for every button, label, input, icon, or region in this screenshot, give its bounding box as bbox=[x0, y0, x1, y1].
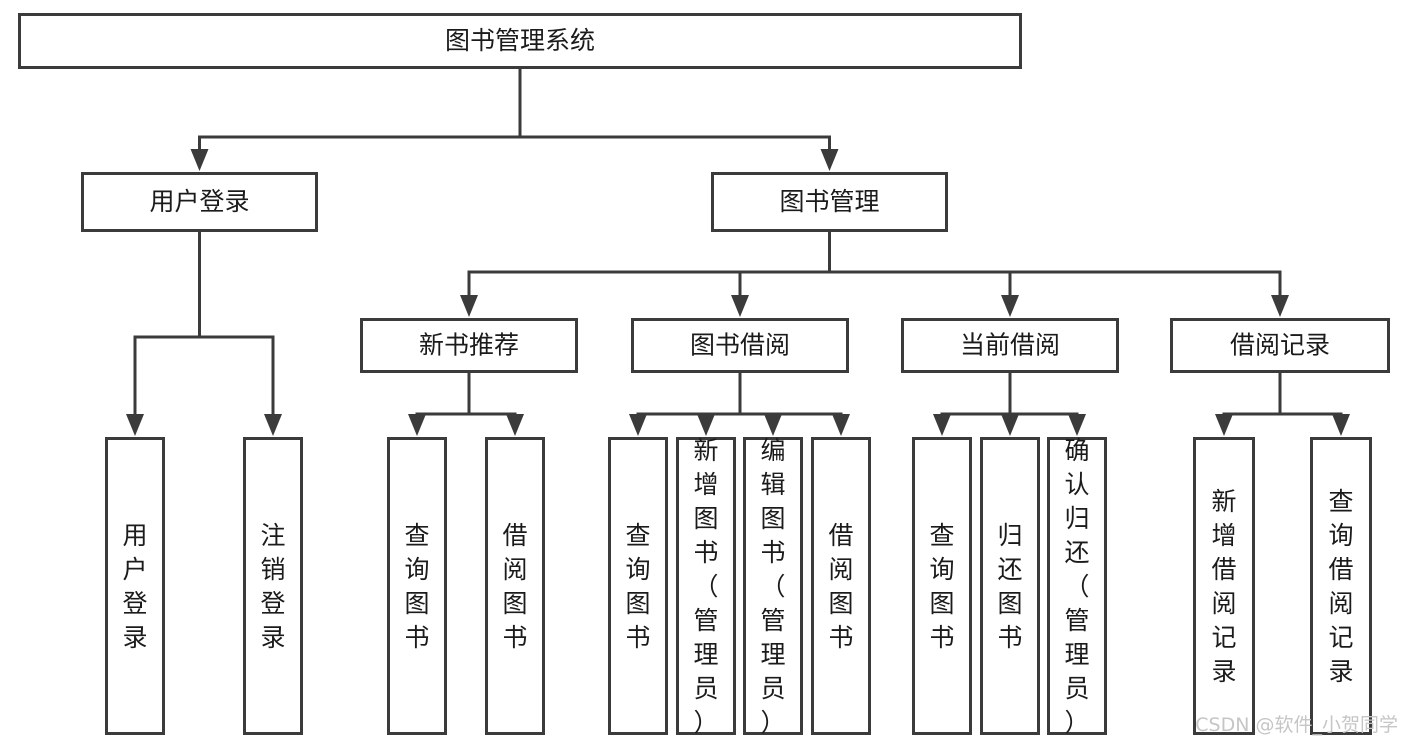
node-box[interactable] bbox=[811, 437, 871, 735]
node-book-borrow[interactable]: 图书借阅 bbox=[631, 318, 849, 373]
node-box[interactable] bbox=[387, 437, 447, 735]
node-label: 查询借阅记录 bbox=[1328, 487, 1353, 686]
node-layer: 图书管理系统用户登录图书管理新书推荐图书借阅当前借阅借阅记录用户登录注销登录查询… bbox=[18, 13, 1390, 737]
node-leaf-query-book-1[interactable]: 查询图书 bbox=[387, 437, 447, 735]
node-label: 新增图书（管理员） bbox=[693, 436, 718, 737]
node-box[interactable] bbox=[743, 437, 803, 735]
node-borrow-record[interactable]: 借阅记录 bbox=[1170, 318, 1390, 373]
node-leaf-user-login[interactable]: 用户登录 bbox=[105, 437, 165, 735]
node-label: 当前借阅 bbox=[960, 331, 1060, 360]
node-label: 借阅图书 bbox=[502, 521, 527, 652]
node-box[interactable] bbox=[1047, 437, 1107, 735]
node-book-manage[interactable]: 图书管理 bbox=[711, 172, 948, 232]
node-box[interactable] bbox=[1310, 437, 1372, 735]
arrow-head-icon bbox=[1001, 295, 1019, 317]
node-leaf-add-record[interactable]: 新增借阅记录 bbox=[1193, 437, 1255, 735]
arrow-head-icon bbox=[629, 414, 647, 436]
node-label: 用户登录 bbox=[122, 521, 147, 652]
arrow-head-icon bbox=[460, 295, 478, 317]
node-label: 新增借阅记录 bbox=[1211, 487, 1236, 686]
node-label: 图书管理系统 bbox=[445, 26, 595, 55]
csdn-watermark: CSDN @软件_小贺同学 bbox=[1195, 714, 1398, 736]
node-leaf-return-book[interactable]: 归还图书 bbox=[980, 437, 1040, 735]
node-box[interactable] bbox=[1193, 437, 1255, 735]
node-user-login[interactable]: 用户登录 bbox=[81, 172, 318, 232]
node-leaf-query-book-2[interactable]: 查询图书 bbox=[608, 437, 668, 735]
node-label: 用户登录 bbox=[149, 187, 249, 216]
node-box[interactable] bbox=[105, 437, 165, 735]
node-box[interactable] bbox=[608, 437, 668, 735]
arrow-head-icon bbox=[190, 149, 209, 171]
node-label: 借阅记录 bbox=[1230, 331, 1330, 360]
node-root[interactable]: 图书管理系统 bbox=[18, 13, 1022, 69]
node-label: 归还图书 bbox=[997, 521, 1022, 652]
node-label: 借阅图书 bbox=[828, 521, 853, 652]
arrow-head-icon bbox=[1001, 414, 1019, 436]
node-current-borrow[interactable]: 当前借阅 bbox=[901, 318, 1119, 373]
arrow-head-icon bbox=[731, 295, 749, 317]
arrow-head-icon bbox=[1332, 414, 1350, 436]
arrow-head-icon bbox=[1068, 414, 1086, 436]
node-leaf-query-record[interactable]: 查询借阅记录 bbox=[1310, 437, 1372, 735]
node-box[interactable] bbox=[360, 318, 578, 373]
arrow-head-icon bbox=[126, 414, 144, 436]
node-box[interactable] bbox=[711, 172, 948, 232]
node-leaf-borrow-book-2[interactable]: 借阅图书 bbox=[811, 437, 871, 735]
arrow-head-icon bbox=[933, 414, 951, 436]
node-new-book-recommend[interactable]: 新书推荐 bbox=[360, 318, 578, 373]
connector-layer bbox=[126, 67, 1350, 436]
node-leaf-add-book[interactable]: 新增图书（管理员） bbox=[676, 436, 736, 737]
arrow-head-icon bbox=[506, 414, 524, 436]
node-box[interactable] bbox=[631, 318, 849, 373]
node-box[interactable] bbox=[901, 318, 1119, 373]
arrow-head-icon bbox=[832, 414, 850, 436]
node-label: 编辑图书（管理员） bbox=[760, 436, 785, 737]
node-label: 注销登录 bbox=[260, 521, 285, 652]
node-label: 查询图书 bbox=[625, 521, 650, 652]
arrow-head-icon bbox=[1215, 414, 1233, 436]
arrow-head-icon bbox=[408, 414, 426, 436]
arrow-head-icon bbox=[1271, 295, 1289, 317]
arrow-head-icon bbox=[764, 414, 782, 436]
node-box[interactable] bbox=[676, 437, 736, 735]
node-box[interactable] bbox=[81, 172, 318, 232]
node-leaf-query-book-3[interactable]: 查询图书 bbox=[912, 437, 972, 735]
arrow-head-icon bbox=[697, 414, 715, 436]
arrow-head-icon bbox=[820, 149, 839, 171]
node-box[interactable] bbox=[485, 437, 545, 735]
node-label: 新书推荐 bbox=[419, 331, 519, 360]
node-label: 确认归还（管理员） bbox=[1064, 436, 1089, 737]
node-leaf-edit-book[interactable]: 编辑图书（管理员） bbox=[743, 436, 803, 737]
node-label: 查询图书 bbox=[404, 521, 429, 652]
node-box[interactable] bbox=[243, 437, 303, 735]
node-box[interactable] bbox=[1170, 318, 1390, 373]
node-box[interactable] bbox=[18, 13, 1022, 69]
node-box[interactable] bbox=[980, 437, 1040, 735]
node-box[interactable] bbox=[912, 437, 972, 735]
node-leaf-borrow-book-1[interactable]: 借阅图书 bbox=[485, 437, 545, 735]
node-label: 图书借阅 bbox=[690, 331, 790, 360]
arrow-head-icon bbox=[264, 414, 282, 436]
node-label: 查询图书 bbox=[929, 521, 954, 652]
node-label: 图书管理 bbox=[779, 187, 879, 216]
node-leaf-user-logout[interactable]: 注销登录 bbox=[243, 437, 303, 735]
node-leaf-confirm-return[interactable]: 确认归还（管理员） bbox=[1047, 436, 1107, 737]
